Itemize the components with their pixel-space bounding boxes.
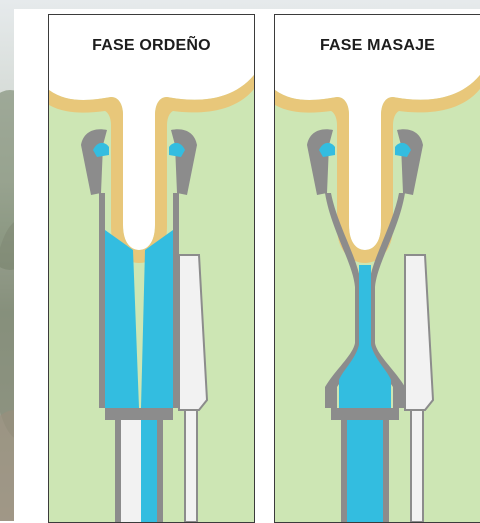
milk-flow-right [141,230,173,408]
massage-phase-diagram [275,15,480,522]
milk-outflow [141,420,157,522]
liner-head-right [397,129,423,195]
liner-head-left [81,129,107,195]
liner-wall-left [99,193,105,408]
milk-outflow [347,420,383,522]
pulsation-chamber-shell [405,255,433,410]
panel-title: FASE ORDEÑO [49,37,254,55]
pulsation-tube [411,410,423,522]
liner-head-right [171,129,197,195]
liner-head-left [307,129,333,195]
short-milk-tube-wall [331,408,399,420]
short-milk-tube-wall [105,408,173,420]
panel-title: FASE MASAJE [275,37,480,55]
milk-column [339,265,391,408]
milking-phase-diagram [49,15,254,522]
pulsation-tube [185,410,197,522]
pulsation-chamber-shell [179,255,207,410]
massage-phase-panel: FASE MASAJE [274,14,480,523]
milking-phase-panel: FASE ORDEÑO [48,14,255,523]
